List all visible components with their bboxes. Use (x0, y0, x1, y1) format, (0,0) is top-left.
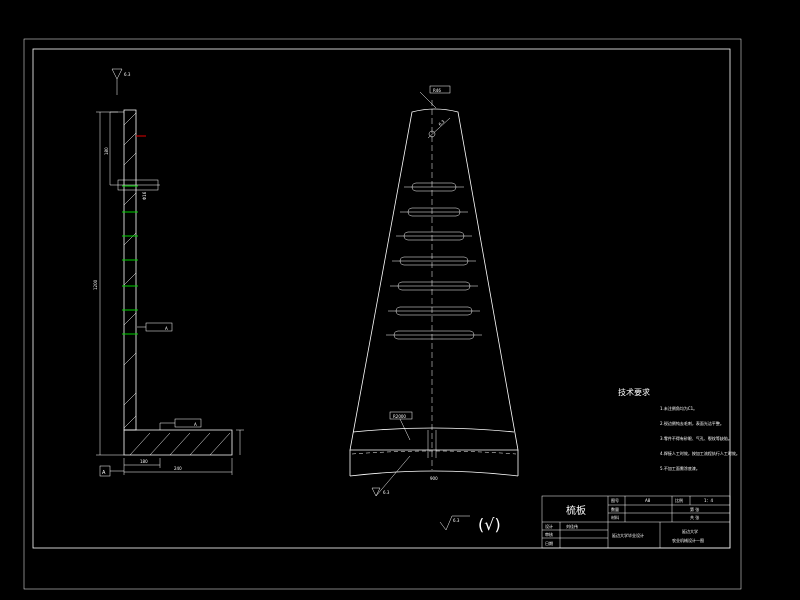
hole-dim: Φ16 (142, 191, 147, 200)
inner-border (32, 48, 731, 549)
tb-cell: 材料 (611, 514, 619, 520)
tb-cell: 共 张 (690, 514, 699, 520)
front-roughness: 6.3 (437, 119, 445, 127)
mid-label: R2000 (393, 414, 406, 419)
tech-req-item: 2.锐边倒钝去毛刺，表面光洁平整。 (660, 420, 724, 426)
tb-cell: 图号 (611, 497, 619, 503)
part-name: 梳板 (566, 504, 586, 517)
tech-req-title: 技术要求 (618, 387, 650, 397)
tb-cell: 1：4 (704, 498, 714, 503)
gdt-bottom-datum: A (194, 422, 197, 427)
tb-cell: 第 张 (690, 506, 699, 512)
project-line1: 延边大学 (682, 528, 698, 534)
front-view: R46 6.3 R2000 900 6.3 (349, 85, 519, 497)
lower-roughness: 6.3 (383, 490, 390, 495)
side-roughness-label: 6.3 (124, 72, 131, 77)
outer-border (23, 38, 742, 590)
title-block: 梳板 图号 A8 比例 1：4 数量 第 张 材料 共 张 设计 刘佳伟 审核 … (541, 495, 731, 549)
base-width-dim: 240 (174, 466, 182, 471)
tb-cell: A8 (645, 498, 651, 503)
top-label: R46 (433, 88, 441, 93)
bottom-width-dim: 180 (140, 459, 148, 464)
tb-cell: 比例 (675, 497, 683, 503)
tech-req-item: 1.未注倒角均为C1。 (660, 405, 697, 411)
designer-label: 设计 (545, 523, 553, 529)
checker-label: 审核 (545, 531, 553, 537)
school: 延边大学毕业设计 (612, 532, 644, 538)
gdt-mid-datum: A (165, 326, 168, 331)
default-roughness: 6.3 (√) (439, 515, 501, 534)
default-roughness-paren: (√) (478, 515, 501, 534)
datum-a: A (102, 470, 106, 476)
bottom-label: 900 (430, 476, 438, 481)
tb-cell: 数量 (611, 506, 619, 512)
total-height-dim: 1200 (93, 279, 98, 290)
tech-req-item: 3.零件不得有砂眼、气孔、裂纹等缺陷。 (660, 435, 732, 441)
side-view: 6.3 (93, 68, 244, 477)
project-line2: 农业机械设计一图 (672, 537, 704, 543)
tech-req-item: 4.焊接人工时效，按加工流程执行人工时效。 (660, 450, 740, 456)
default-roughness-value: 6.3 (453, 518, 460, 523)
top-dim: 180 (104, 147, 109, 155)
date-label: 日期 (545, 540, 553, 546)
tech-req-item: 5.不加工面需涂底漆。 (660, 465, 700, 471)
tech-requirements: 技术要求 1.未注倒角均为C1。 2.锐边倒钝去毛刺，表面光洁平整。 3.零件不… (618, 387, 740, 471)
designer: 刘佳伟 (566, 523, 578, 529)
